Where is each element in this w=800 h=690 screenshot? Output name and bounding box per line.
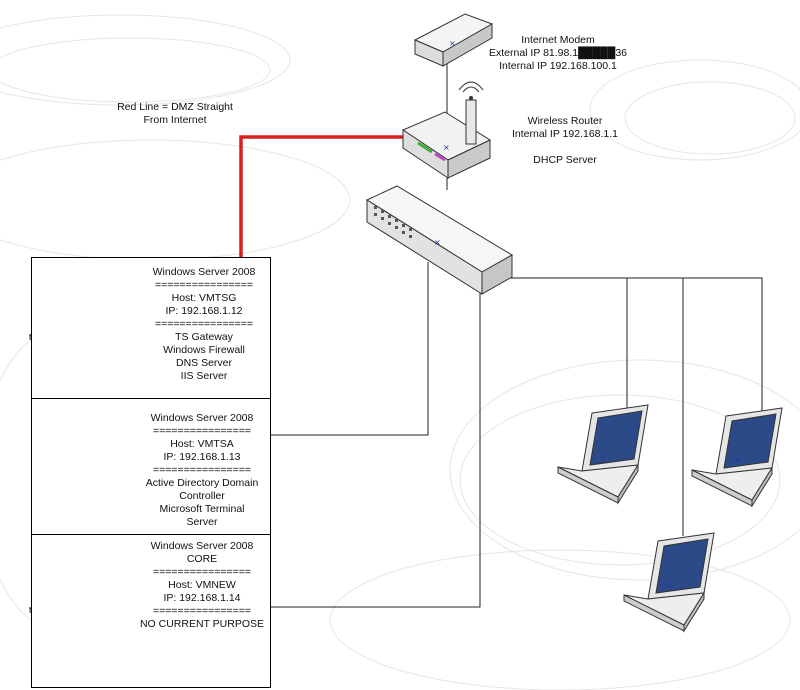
server-line: IIS Server — [180, 370, 228, 382]
server-box-vmtsg — [31, 257, 271, 400]
svg-text:×: × — [734, 455, 741, 464]
server-line: NO CURRENT PURPOSE — [139, 618, 265, 630]
router-label: Wireless Router Internal IP 192.168.1.1 … — [500, 115, 630, 167]
switch-laptops-wire — [510, 277, 763, 425]
switch-vmnew-wire — [270, 290, 481, 608]
svg-text:×: × — [434, 238, 441, 247]
network-wires — [270, 62, 763, 608]
server-box-vmnew — [31, 534, 271, 688]
server-line: ================ — [154, 279, 254, 291]
server-line: Windows Firewall — [163, 344, 245, 356]
modem-title: Internet Modem — [521, 34, 595, 46]
server-line: Windows Server 2008 — [152, 266, 256, 278]
router-internal-ip: Internal IP 192.168.1.1 — [511, 128, 619, 140]
switch-icon: × — [365, 185, 513, 295]
dmz-legend-line2: From Internet — [143, 114, 207, 126]
modem-internal-ip: Internal IP 192.168.100.1 — [499, 60, 617, 72]
server-line: ================ — [152, 605, 252, 617]
server-line: IP: 192.168.1.14 — [163, 592, 241, 604]
laptop-2-icon: × — [691, 407, 783, 508]
server-line: TS Gateway — [175, 331, 233, 343]
modem-label: Internet Modem External IP 81.98.1█████3… — [488, 34, 628, 73]
laptop-1-icon: × — [557, 404, 649, 505]
server-line: Server — [186, 516, 218, 528]
server-line: IP: 192.168.1.13 — [163, 451, 241, 463]
server-line: IP: 192.168.1.12 — [165, 305, 243, 317]
server-line: Windows Server 2008 — [150, 412, 254, 424]
router-dhcp: DHCP Server — [533, 154, 597, 166]
server-line: ================ — [154, 318, 254, 330]
switch-vmtsa-wire — [270, 262, 429, 436]
server-line: ================ — [152, 425, 252, 437]
server-line: Controller — [179, 490, 225, 502]
dmz-legend: Red Line = DMZ Straight From Internet — [100, 101, 250, 127]
svg-text:×: × — [666, 580, 673, 589]
router-title: Wireless Router — [527, 115, 603, 127]
server-text-vmtsa: Windows Server 2008 ================ Hos… — [136, 412, 268, 529]
router-icon: × — [401, 81, 492, 179]
server-line: Host: VMTSG — [171, 292, 237, 304]
svg-text:×: × — [449, 39, 456, 48]
modem-external-ip: External IP 81.98.1█████36 — [489, 47, 627, 59]
server-line: DNS Server — [175, 357, 232, 369]
server-line: Active Directory Domain — [145, 477, 259, 489]
server-text-vmtsg: Windows Server 2008 ================ Hos… — [130, 266, 278, 383]
server-line: Host: VMNEW — [168, 579, 236, 591]
server-line: ================ — [152, 566, 252, 578]
modem-icon: × — [413, 13, 494, 67]
laptop-3-icon: × — [623, 532, 715, 633]
svg-text:×: × — [600, 452, 607, 461]
server-line: Windows Server 2008 — [150, 540, 254, 552]
dmz-legend-line1: Red Line = DMZ Straight — [117, 101, 233, 113]
dmz-red-line — [239, 135, 408, 257]
server-line: Host: VMTSA — [170, 438, 234, 450]
server-line: CORE — [186, 553, 218, 565]
server-text-vmnew: Windows Server 2008 CORE ===============… — [136, 540, 268, 631]
server-line: ================ — [152, 464, 252, 476]
server-box-vmtsa — [31, 398, 271, 536]
server-line: Microsoft Terminal — [159, 503, 245, 515]
svg-text:×: × — [443, 143, 450, 152]
